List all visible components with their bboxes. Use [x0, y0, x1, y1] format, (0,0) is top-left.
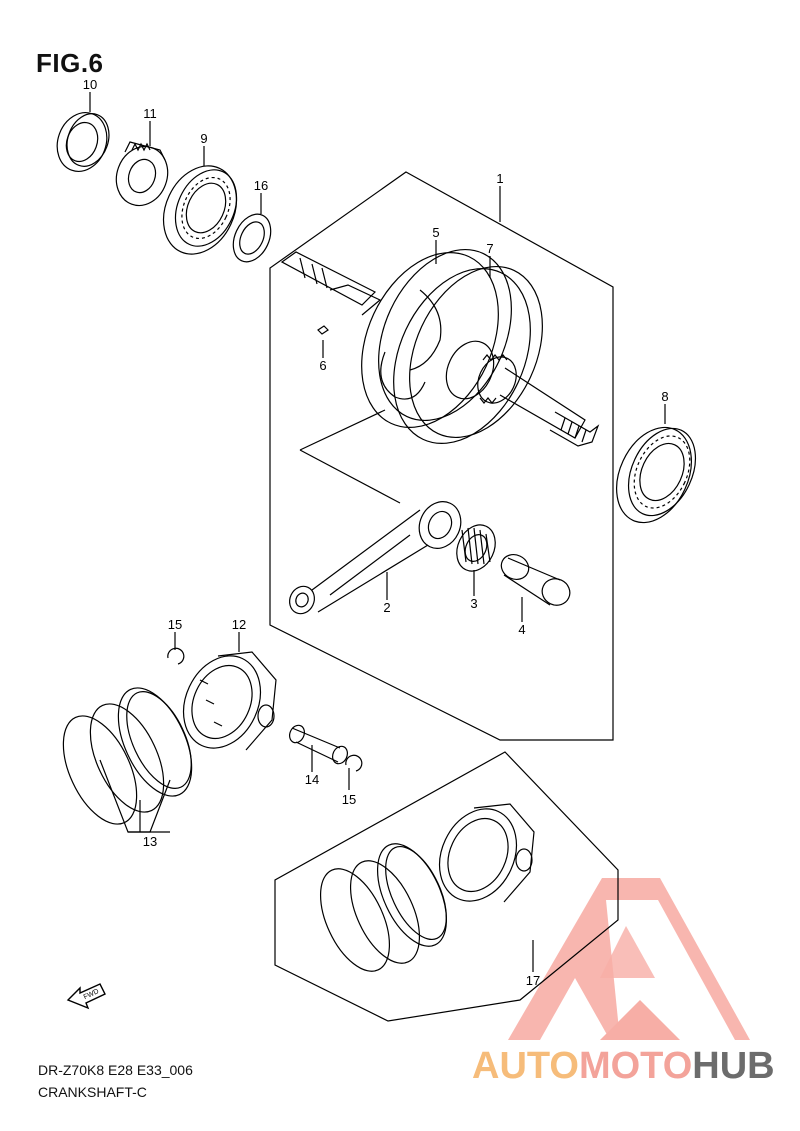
callout-17: 17 — [526, 973, 540, 988]
bearing-8 — [616, 426, 697, 524]
figure-title: FIG.6 — [36, 48, 104, 78]
callout-7: 7 — [486, 241, 493, 256]
callout-2: 2 — [383, 600, 390, 615]
callout-13: 13 — [143, 834, 157, 849]
callout-1: 1 — [496, 171, 503, 186]
piston-set-frame — [274, 751, 619, 1022]
callout-4: 4 — [518, 622, 525, 637]
watermark-logo — [508, 878, 750, 1040]
crank-pin-4 — [500, 554, 571, 606]
fwd-arrow-icon — [66, 983, 106, 1010]
section-name: CRANKSHAFT-C — [38, 1084, 147, 1100]
watermark-part-2: MOTO — [578, 1045, 693, 1087]
bearing-9 — [162, 165, 238, 255]
crankshaft — [280, 248, 600, 447]
callout-5: 5 — [432, 225, 439, 240]
callout-6: 6 — [319, 358, 326, 373]
callout-15b: 15 — [342, 792, 356, 807]
piston-pin-clip-15b — [345, 754, 363, 772]
piston-rings-13 — [62, 687, 193, 825]
piston-pin-clip-15a — [167, 647, 185, 665]
needle-bearing-3 — [456, 524, 496, 572]
connecting-rod-2 — [289, 501, 462, 615]
piston-12 — [182, 651, 277, 751]
spacer-11 — [115, 141, 169, 207]
piston-set-17 — [319, 803, 535, 972]
watermark-part-3: HUB — [692, 1045, 775, 1087]
washer-16 — [232, 213, 272, 263]
callout-9: 9 — [200, 131, 207, 146]
callout-12: 12 — [232, 617, 246, 632]
watermark-text: AUTOMOTOHUB — [472, 1047, 775, 1085]
model-code: DR-Z70K8 E28 E33_006 — [38, 1062, 193, 1078]
callout-10: 10 — [83, 77, 97, 92]
watermark-part-1: AUTO — [472, 1045, 579, 1087]
callout-3: 3 — [470, 596, 477, 611]
callout-11: 11 — [143, 106, 157, 121]
crankshaft-assembly-frame — [269, 171, 614, 741]
callout-14: 14 — [305, 772, 319, 787]
callout-15a: 15 — [168, 617, 182, 632]
piston-pin-14 — [289, 724, 348, 765]
callout-8: 8 — [661, 389, 668, 404]
oil-seal-10 — [56, 112, 110, 172]
callout-16: 16 — [254, 178, 268, 193]
